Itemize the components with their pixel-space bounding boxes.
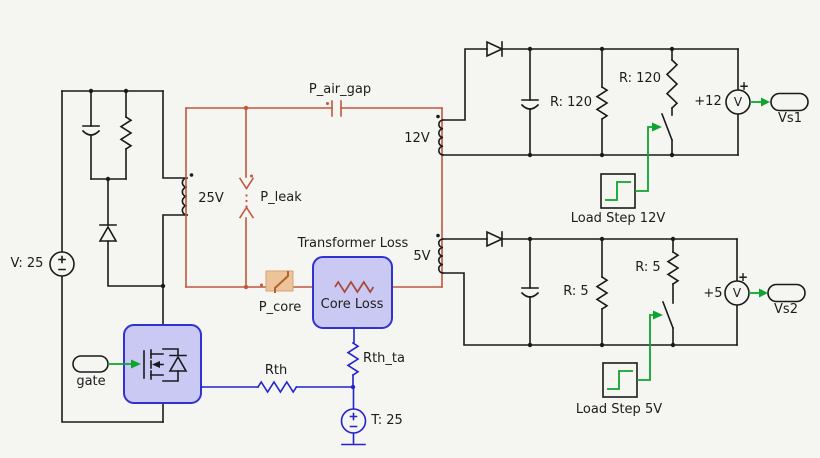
- gate-port[interactable]: [72, 355, 109, 373]
- leakage-flux-probe[interactable]: [238, 107, 255, 288]
- load-resistor-5v-label: R: 5: [563, 284, 589, 299]
- winding-12v-polarity-dot: [436, 114, 440, 119]
- switch-drive-arrow-icon: [652, 122, 662, 132]
- load-resistor-12v[interactable]: [595, 85, 609, 121]
- leakage-probe-label: P_leak: [260, 190, 302, 205]
- voltmeter-5v-symbol: V: [732, 286, 742, 300]
- step-resistor-5v[interactable]: [666, 250, 680, 286]
- core-probe-label: P_core: [258, 300, 302, 315]
- load-switch-12v[interactable]: [660, 112, 674, 142]
- step-waveform-icon: [607, 370, 633, 390]
- rth-resistor[interactable]: [256, 380, 298, 394]
- output-capacitor-12v[interactable]: [520, 99, 540, 110]
- winding-12v-label: 12V: [404, 131, 430, 146]
- voltmeter-12v-value: +12: [694, 94, 722, 109]
- load-step-5v-wire: [637, 310, 663, 381]
- thermal-wires: [200, 327, 356, 444]
- rectifier-diode-12v[interactable]: [486, 40, 504, 58]
- load-step-12v-label: Load Step 12V: [570, 211, 666, 226]
- rectifier-diode-5v[interactable]: [486, 230, 504, 248]
- vs2-arrow-icon: [759, 288, 768, 298]
- gate-wire: [108, 359, 141, 369]
- load-resistor-5v[interactable]: [595, 275, 609, 311]
- rth-ta-label: Rth_ta: [363, 351, 405, 366]
- core-loss-label: Core Loss: [320, 297, 384, 312]
- ambient-source-label: T: 25: [371, 413, 403, 428]
- air-gap-marker-dot: [326, 102, 329, 105]
- secondary-12v-winding[interactable]: [436, 114, 444, 156]
- voltmeter-12v-plus: +: [738, 79, 750, 93]
- transformer-loss-box[interactable]: [312, 256, 393, 329]
- load-step-12v-wire: [635, 122, 662, 192]
- voltmeter-12v-symbol: V: [733, 95, 743, 109]
- winding-5v-label: 5V: [413, 249, 431, 264]
- air-gap-probe-label: P_air_gap: [308, 82, 372, 97]
- step-resistor-12v[interactable]: [665, 58, 679, 110]
- step-waveform-icon: [605, 181, 631, 201]
- step-resistor-5v-label: R: 5: [635, 260, 661, 275]
- snubber-capacitor[interactable]: [81, 125, 101, 136]
- switch-drive-arrow-icon: [653, 310, 663, 320]
- voltmeter-5v-value: +5: [703, 286, 723, 301]
- snubber-diode[interactable]: [98, 224, 118, 242]
- primary-winding[interactable]: [181, 173, 194, 216]
- core-loss-power-probe[interactable]: [260, 270, 294, 293]
- output-capacitor-5v[interactable]: [520, 287, 540, 298]
- load-step-5v-source[interactable]: [602, 362, 638, 398]
- rail5-wires: [442, 238, 738, 346]
- gate-port-label: gate: [76, 374, 106, 389]
- winding-5v-polarity-dot: [436, 233, 440, 238]
- junction-dots: [88, 46, 676, 348]
- voltmeter-5v-plus: +: [737, 270, 749, 284]
- transformer-loss-title: Transformer Loss: [297, 236, 409, 251]
- leakage-marker-dot: [250, 174, 253, 178]
- voltmeter-5v-wire: [749, 288, 768, 298]
- rail12-wires: [442, 48, 739, 156]
- load-step-12v-source[interactable]: [600, 173, 636, 209]
- load-switch-5v[interactable]: [661, 300, 675, 330]
- gate-arrow-icon: [131, 359, 141, 369]
- load-resistor-12v-label: R: 120: [550, 95, 592, 110]
- input-source-label: V: 25: [10, 256, 44, 271]
- primary-winding-label: 25V: [198, 191, 224, 206]
- ambient-temperature-source[interactable]: [340, 408, 367, 434]
- voltmeter-12v-wire: [750, 97, 770, 107]
- rth-label: Rth: [264, 363, 288, 378]
- snubber-resistor[interactable]: [119, 115, 133, 151]
- rth-ta-resistor[interactable]: [346, 341, 360, 377]
- step-resistor-12v-label: R: 120: [619, 71, 661, 86]
- secondary-5v-winding[interactable]: [436, 233, 444, 274]
- vs1-arrow-icon: [761, 97, 770, 107]
- primary-winding-polarity-dot: [189, 173, 194, 177]
- vs1-probe[interactable]: [770, 92, 809, 112]
- core-loss-resistor: [334, 280, 375, 294]
- core-marker-dot: [260, 283, 263, 287]
- load-step-5v-label: Load Step 5V: [575, 402, 663, 417]
- vs1-probe-label: Vs1: [778, 111, 802, 126]
- vs2-probe[interactable]: [767, 283, 806, 303]
- air-gap-capacitor[interactable]: [326, 100, 342, 117]
- vs2-probe-label: Vs2: [774, 302, 798, 317]
- mosfet-body-arrow: [152, 361, 160, 368]
- input-voltage-source[interactable]: [49, 251, 75, 277]
